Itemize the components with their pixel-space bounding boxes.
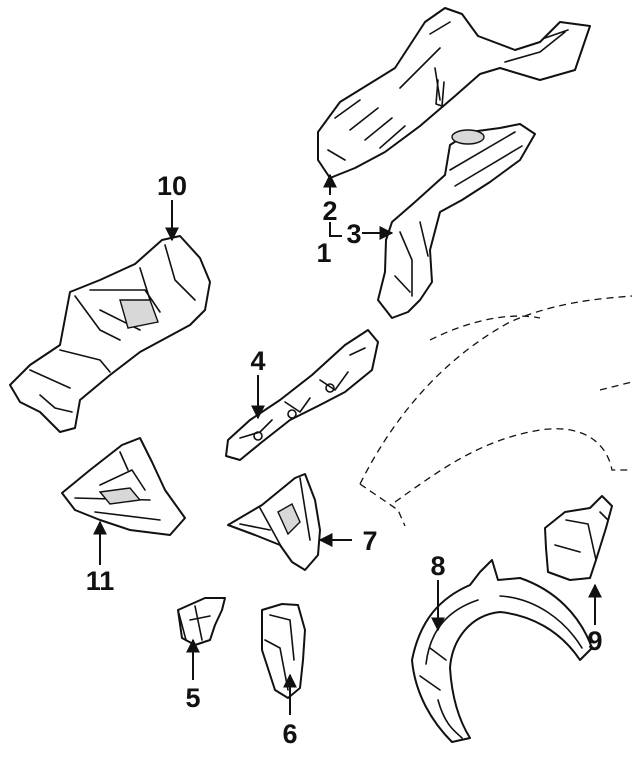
part-10-dash-panel [9,235,211,433]
part-4-reinforcement [225,329,379,461]
part-11-lower-tray [61,437,186,536]
callout-8: 8 [430,551,445,581]
callout-2: 2 [322,196,337,226]
part-3-shock-tower [377,123,536,319]
callout-9: 9 [587,626,602,656]
leader-lines [93,173,602,715]
callout-3: 3 [346,219,361,249]
callout-1: 1 [316,238,331,268]
part-7-apron-bracket [227,473,321,571]
fender-outline [359,295,633,527]
callout-7: 7 [362,526,377,556]
callout-5: 5 [185,683,200,713]
part-9-splash-shield [544,495,613,581]
bracket-1-2-3 [329,222,342,237]
callout-6: 6 [282,719,297,749]
callout-10: 10 [157,171,187,201]
callout-4: 4 [250,346,265,376]
callout-11: 11 [86,566,115,596]
part-2-upper-rail [317,7,591,179]
part-5-bracket [177,597,226,646]
part-6-bracket [261,603,306,699]
callout-numbers: 2 3 1 10 4 11 7 8 9 5 6 [86,171,603,749]
